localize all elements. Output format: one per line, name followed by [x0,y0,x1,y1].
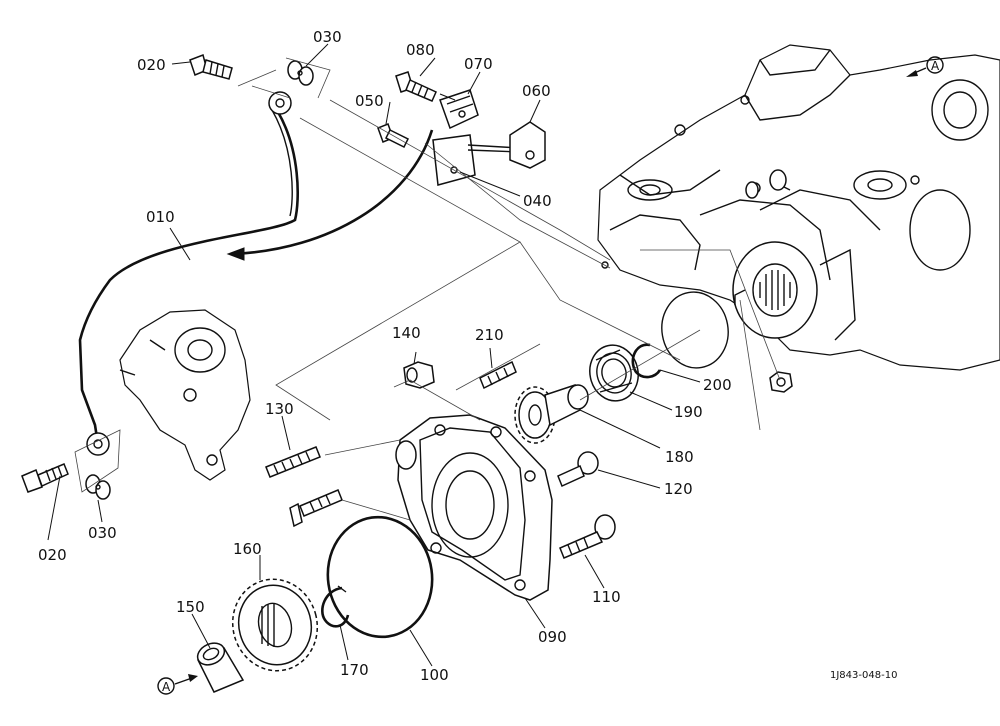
callout-110: 110 [592,588,621,606]
pump-housing-090 [395,414,553,601]
reference-marker-a-upper: A [906,56,944,77]
callout-labels: 010 020 020 030 030 040 050 060 070 080 … [38,28,732,684]
bolt-120 [557,451,599,488]
callout-210: 210 [475,326,504,344]
washer-nut-small [745,169,787,199]
bolt-080 [395,71,437,102]
reference-marker-a-lower: A [157,674,198,695]
bearing-190 [589,344,639,402]
drawing-code: 1J843-048-10 [830,670,897,681]
gear-160 [231,578,319,672]
callout-030-upper: 030 [313,28,342,46]
callout-070: 070 [464,55,493,73]
callout-130: 130 [265,400,294,418]
callout-060: 060 [522,82,551,100]
callout-200: 200 [703,376,732,394]
leader-lines [47,43,701,667]
callout-020-lower: 020 [38,546,67,564]
callout-100: 100 [420,666,449,684]
callout-080: 080 [406,41,435,59]
stud-bolt-130 [265,446,321,478]
callout-190: 190 [674,403,703,421]
callout-030-lower: 030 [88,524,117,542]
stud-210 [479,360,517,390]
washer-030-lower [85,474,111,500]
reference-marker-a-upper-label: A [931,59,940,73]
callout-150: 150 [176,598,205,616]
callout-040: 040 [523,192,552,210]
o-ring-large [661,291,729,369]
washer-030-upper [287,60,314,86]
assembly-guide-lines [74,57,781,521]
gear-shaft-180 [514,384,589,444]
pipe-010 [78,91,299,456]
callout-050: 050 [355,92,384,110]
nut-140 [403,361,435,389]
bolt-050 [377,123,410,149]
reference-marker-a-lower-label: A [162,680,171,694]
callout-120: 120 [664,480,693,498]
collar-150 [196,642,245,693]
clamp-070 [439,89,479,130]
routing-arrow [226,129,434,261]
banjo-bolt-020-lower [21,463,69,493]
callout-090: 090 [538,628,567,646]
callout-180: 180 [665,448,694,466]
bolt-110 [559,514,616,559]
callout-170: 170 [340,661,369,679]
callout-160: 160 [233,540,262,558]
callout-010: 010 [146,208,175,226]
callout-140: 140 [392,324,421,342]
stud-bolt-130-b [289,489,343,528]
o-ring-100 [326,515,434,639]
clamp-060 [509,121,546,169]
transmission-housing [597,44,1000,393]
circlip-200 [631,343,662,379]
banjo-bolt-020-upper [189,54,233,80]
circlip-170 [321,585,350,628]
front-cover-bracket [119,309,251,481]
callout-020-upper: 020 [137,56,166,74]
